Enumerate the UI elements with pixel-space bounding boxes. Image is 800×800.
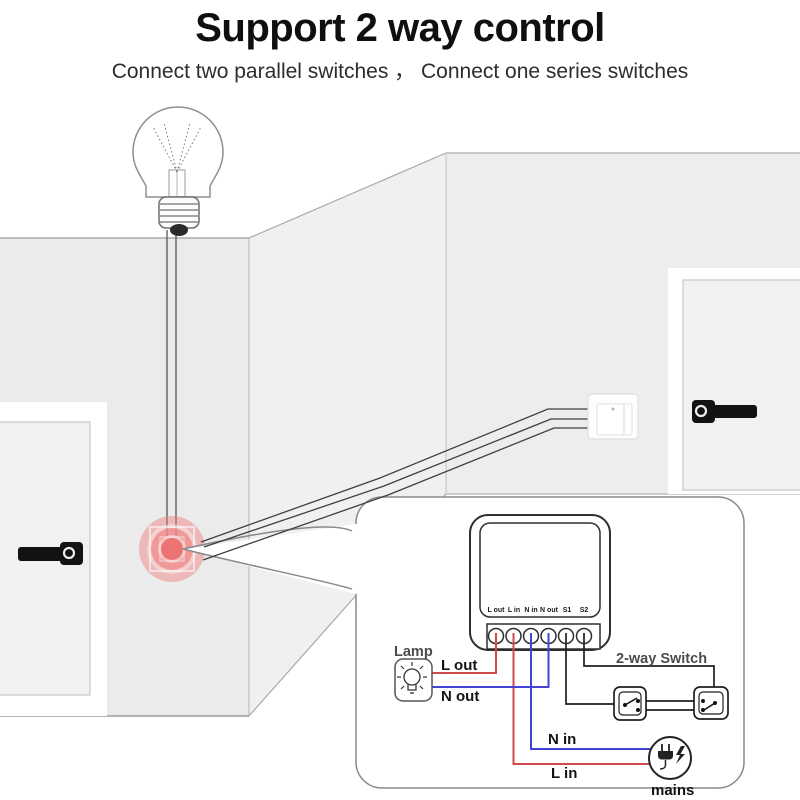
wire-n-out [432,633,550,688]
highlight-target-icon [139,516,205,582]
mains-plug-icon [648,736,692,780]
bulb-screw-base [158,196,200,229]
wire-s2 [583,633,715,702]
bulb-filament [152,122,202,173]
bulb-glass [132,106,224,198]
door-handle-icon [692,400,757,423]
label-n-in: N in [548,731,576,748]
header: Support 2 way control Connect two parall… [0,0,800,85]
pendant-light-bulb-icon [132,106,224,537]
terminal-label: S1 [563,607,572,614]
label-l-in: L in [551,765,577,782]
wire-s1 [565,633,614,705]
traveler-wires [645,700,700,711]
wire-n-in [530,633,652,750]
label-l-out: L out [441,657,477,674]
terminal-label: N in [524,607,537,614]
two-way-switch-symbol-right [693,686,729,720]
terminal-label: L out [488,607,506,614]
switch-wires [200,408,590,561]
terminal-label: L in [508,607,520,614]
left-door [0,402,107,716]
terminal-label: N out [540,607,559,614]
two-way-switch-symbol-left [613,686,647,721]
page-subtitle: Connect two parallel switches ， Connect … [111,60,689,83]
page-title: Support 2 way control [195,6,605,50]
door-handle-icon [18,542,83,565]
wire-l-out [432,633,497,674]
wiring-diagram: L out L in N in N out S1 S2 Lamp [394,514,729,799]
wall-switch-icon [587,393,639,440]
right-door-panel [682,279,800,491]
label-n-out: N out [441,688,479,705]
smart-switch-device: L out L in N in N out S1 S2 [469,514,611,651]
lamp-icon [394,658,433,702]
two-way-switch-label: 2-way Switch [616,651,707,667]
right-door [668,268,800,494]
lamp-label: Lamp [394,644,433,660]
mains-label: mains [651,782,694,799]
wire-l-in [512,633,651,765]
terminal-label: S2 [580,607,589,614]
